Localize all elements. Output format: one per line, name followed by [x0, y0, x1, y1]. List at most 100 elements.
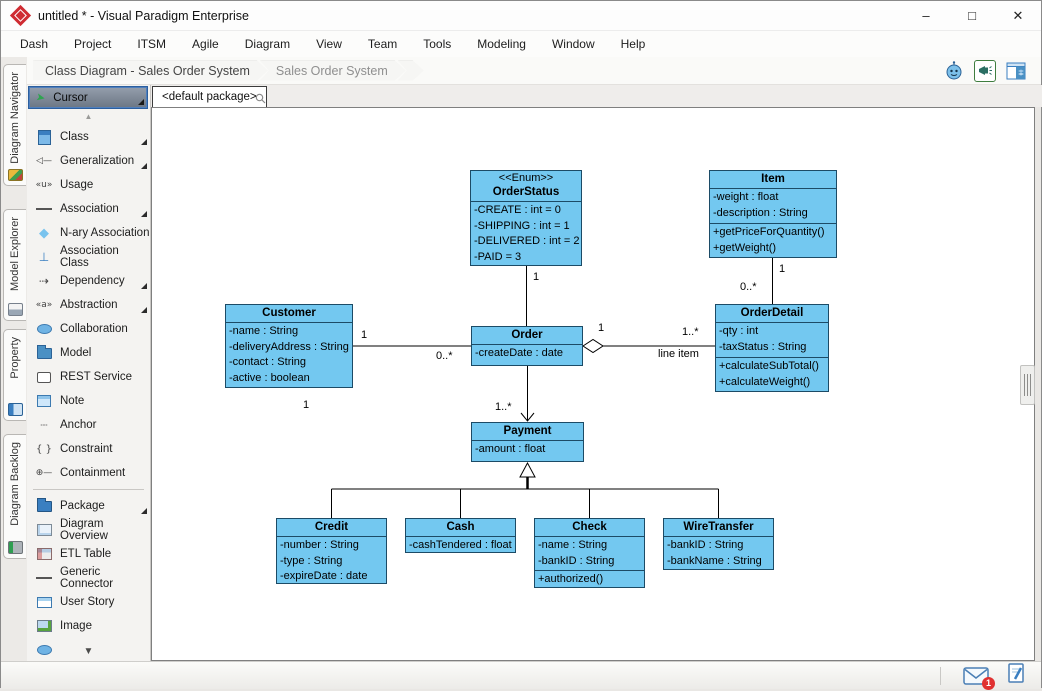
uml-class-Cash[interactable]: Cash-cashTendered : float	[405, 518, 516, 553]
uml-class-name: Customer	[262, 307, 316, 319]
edge-label[interactable]: 1	[779, 263, 786, 275]
menu-team[interactable]: Team	[367, 37, 398, 51]
generic-connector-icon	[35, 570, 53, 586]
menu-modeling[interactable]: Modeling	[477, 37, 526, 51]
palette-scroll-down-icon[interactable]: ▼	[83, 646, 94, 657]
notes-icon[interactable]	[1007, 662, 1027, 689]
panel-grip-handle[interactable]	[1020, 365, 1035, 405]
menu-view[interactable]: View	[316, 37, 342, 51]
edge-label[interactable]: 0..*	[436, 350, 453, 362]
breadcrumb-item-0[interactable]: Class Diagram - Sales Order System	[33, 61, 268, 81]
palette-divider	[27, 485, 150, 494]
uml-class-header: <<Enum>>OrderStatus	[471, 171, 581, 201]
side-tab-property[interactable]: Property	[3, 329, 26, 421]
menu-dash[interactable]: Dash	[20, 37, 49, 51]
palette-item-association-class[interactable]: ⊥Association Class	[27, 245, 150, 269]
breadcrumb-item-1[interactable]: Sales Order System	[260, 61, 406, 81]
menu-tools[interactable]: Tools	[423, 37, 452, 51]
magnifier-icon[interactable]	[255, 91, 266, 109]
uml-class-OrderDetail[interactable]: OrderDetail-qty : int-taxStatus : String…	[715, 304, 829, 392]
cursor-tool-button[interactable]: ➤ Cursor	[28, 86, 148, 109]
edge-label[interactable]: line item	[658, 348, 699, 360]
uml-class-Payment[interactable]: Payment-amount : float	[471, 422, 584, 462]
ai-assistant-icon[interactable]	[943, 60, 965, 82]
diagram-canvas[interactable]: <<Enum>>OrderStatus-CREATE : int = 0-SHI…	[151, 107, 1035, 661]
uml-attribute: -bankID : String	[667, 539, 744, 551]
uml-class-Check[interactable]: Check-name : String-bankID : String+auth…	[534, 518, 645, 588]
expand-triangle-icon[interactable]	[141, 139, 147, 145]
palette-item-label: Class	[60, 131, 89, 143]
edge-label[interactable]: 1	[303, 399, 310, 411]
palette-item-anchor[interactable]: ┄Anchor	[27, 413, 150, 437]
palette-item-constraint[interactable]: { }Constraint	[27, 437, 150, 461]
expand-triangle-icon[interactable]	[141, 163, 147, 169]
property-icon	[7, 403, 23, 416]
palette-item-note[interactable]: Note	[27, 389, 150, 413]
palette-item-abstraction[interactable]: «a»Abstraction	[27, 293, 150, 317]
side-tab-diagram-backlog[interactable]: Diagram Backlog	[3, 434, 26, 559]
edge-label[interactable]: 1	[533, 271, 540, 283]
uml-attribute: -type : String	[280, 554, 343, 567]
uml-class-Customer[interactable]: Customer -name : String-deliveryAddress :…	[225, 304, 353, 388]
model-icon	[35, 344, 53, 361]
menu-window[interactable]: Window	[551, 37, 595, 51]
uml-class-Item[interactable]: Item-weight : float-description : String…	[709, 170, 837, 258]
palette-item-etl-table[interactable]: ETL Table	[27, 542, 150, 566]
close-button[interactable]: ✕	[1012, 7, 1024, 23]
tab-default-package[interactable]: <default package>	[152, 86, 267, 107]
uml-class-Order[interactable]: Order-createDate : date	[471, 326, 583, 366]
menu-help[interactable]: Help	[620, 37, 646, 51]
expand-triangle-icon[interactable]	[141, 307, 147, 313]
edge-label[interactable]: 1	[598, 322, 605, 334]
cursor-tool-label: Cursor	[53, 91, 88, 104]
palette-item-label: Model	[60, 347, 92, 359]
palette-item-n-ary-association[interactable]: ◆N-ary Association	[27, 221, 150, 245]
palette-item-clipped[interactable]	[27, 638, 150, 661]
palette-item-association[interactable]: Association	[27, 197, 150, 221]
side-tab-diagram-navigator[interactable]: Diagram Navigator	[3, 64, 26, 186]
expand-triangle-icon[interactable]	[141, 508, 147, 514]
nary-association-icon: ◆	[39, 225, 49, 241]
uml-attribute: -weight : float	[713, 191, 779, 203]
status-divider	[940, 666, 941, 685]
palette-item-rest-service[interactable]: REST Service	[27, 365, 150, 389]
palette-item-label: User Story	[60, 596, 115, 608]
palette-item-containment[interactable]: ⊕—Containment	[27, 461, 150, 485]
palette-item-generalization[interactable]: ◁—Generalization	[27, 149, 150, 173]
messages-icon[interactable]: 1	[963, 666, 995, 690]
palette-item-diagram-overview[interactable]: Diagram Overview	[27, 518, 150, 542]
palette-item-class[interactable]: Class	[27, 125, 150, 149]
etl-table-icon	[35, 546, 53, 562]
menu-itsm[interactable]: ITSM	[137, 37, 167, 51]
uml-class-OrderStatus[interactable]: <<Enum>>OrderStatus-CREATE : int = 0-SHI…	[470, 170, 582, 266]
panel-layout-icon[interactable]	[1005, 60, 1027, 82]
palette-item-dependency[interactable]: ⇢Dependency	[27, 269, 150, 293]
maximize-button[interactable]: □	[968, 8, 976, 23]
uml-class-header: WireTransfer	[664, 519, 773, 536]
palette-item-generic-connector[interactable]: Generic Connector	[27, 566, 150, 590]
uml-attributes: -name : String-deliveryAddress : String-…	[226, 322, 352, 387]
palette-item-usage[interactable]: «u»Usage	[27, 173, 150, 197]
rest-service-icon	[35, 369, 53, 385]
side-tab-model-explorer[interactable]: Model Explorer	[3, 209, 26, 321]
uml-class-Credit[interactable]: Credit-number : String-type : String-exp…	[276, 518, 387, 584]
edge-label[interactable]: 1..*	[682, 326, 699, 338]
menu-agile[interactable]: Agile	[192, 37, 219, 51]
palette-item-model[interactable]: Model	[27, 341, 150, 365]
menu-diagram[interactable]: Diagram	[244, 37, 291, 51]
uml-class-header: Customer	[226, 305, 352, 322]
edge-label[interactable]: 0..*	[740, 281, 757, 293]
expand-triangle-icon[interactable]	[141, 283, 147, 289]
uml-class-WireTransfer[interactable]: WireTransfer-bankID : String-bankName : …	[663, 518, 774, 570]
announcement-icon[interactable]	[974, 59, 996, 82]
palette-scroll-up-icon[interactable]: ▲	[84, 112, 93, 121]
palette-item-image[interactable]: Image	[27, 614, 150, 638]
palette-item-user-story[interactable]: User Story	[27, 590, 150, 614]
palette-item-package[interactable]: Package	[27, 494, 150, 518]
palette-item-collaboration[interactable]: Collaboration	[27, 317, 150, 341]
minimize-button[interactable]: –	[922, 8, 930, 23]
edge-label[interactable]: 1	[361, 329, 368, 341]
menu-project[interactable]: Project	[74, 37, 112, 51]
edge-label[interactable]: 1..*	[495, 401, 512, 413]
expand-triangle-icon[interactable]	[141, 211, 147, 217]
